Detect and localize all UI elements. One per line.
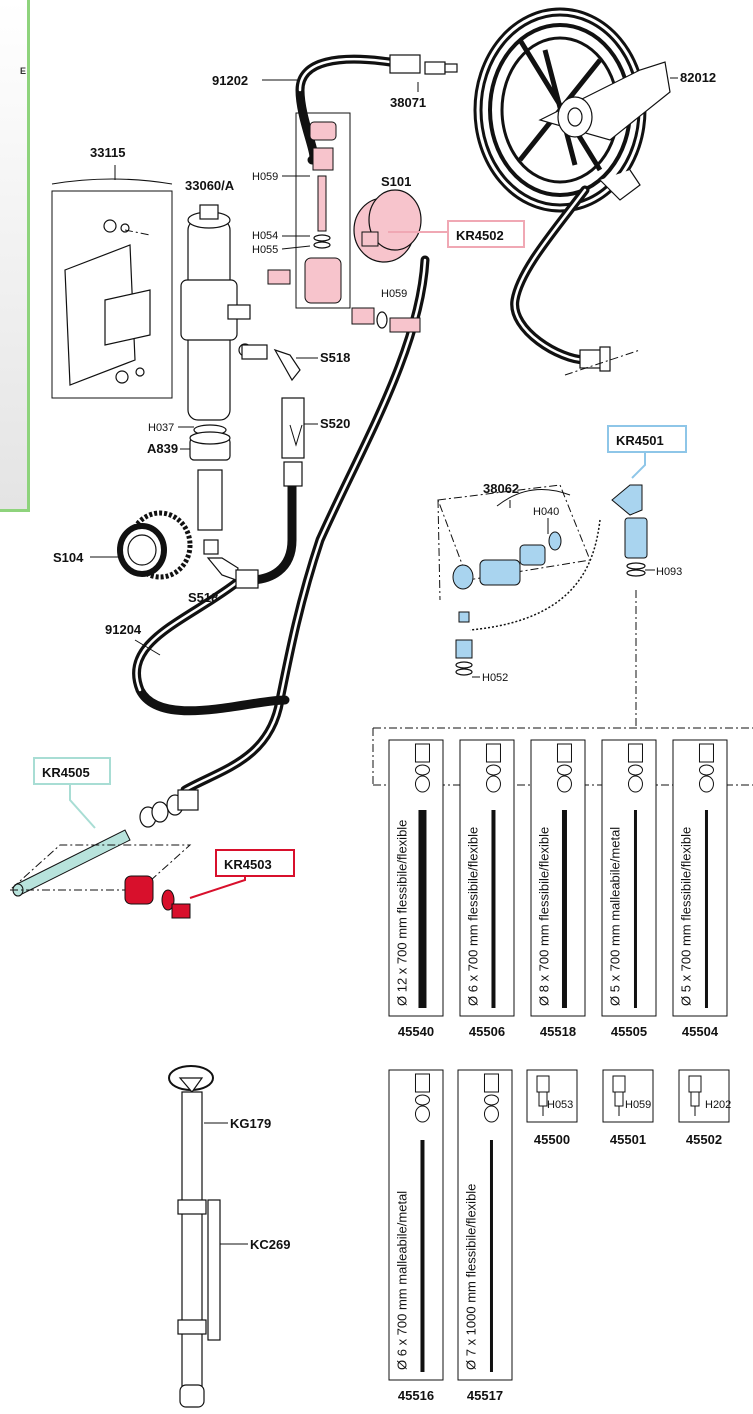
callout-kr4505: KR4505 — [33, 757, 111, 785]
label-kc269: KC269 — [250, 1237, 290, 1252]
lance-kg179 — [168, 1065, 221, 1408]
svg-text:KR4505: KR4505 — [42, 765, 90, 780]
probe-spec: Ø 7 x 1000 mm flessibile/flexible — [463, 1184, 478, 1370]
gauge-s104 — [117, 510, 193, 580]
pump-33060a — [180, 204, 252, 421]
fitting-38071 — [389, 54, 458, 75]
probe-spec: Ø 5 x 700 mm malleabile/metal — [607, 827, 622, 1006]
label-s518-lower: S518 — [188, 590, 218, 605]
callout-kr4501: KR4501 — [607, 425, 687, 453]
probe-item: Ø 6 x 700 mm flessibile/flexible 45506 — [459, 739, 515, 1039]
fitting-left-pink — [267, 269, 291, 285]
label-h040: H040 — [533, 506, 559, 518]
label-h053: H053 — [547, 1099, 573, 1111]
probe-code: 45517 — [467, 1388, 503, 1403]
probe-item: Ø 7 x 1000 mm flessibile/flexible 45517 — [457, 1069, 513, 1403]
label-h037: H037 — [148, 422, 174, 434]
label-h059-right: H059 — [381, 288, 407, 300]
svg-text:KR4502: KR4502 — [456, 228, 504, 243]
label-h059-coupler: H059 — [625, 1099, 651, 1111]
probe-spec: Ø 8 x 700 mm flessibile/flexible — [536, 827, 551, 1006]
svg-text:KR4503: KR4503 — [224, 857, 272, 872]
plug-h052 — [455, 611, 473, 676]
probe-item: Ø 5 x 700 mm flessibile/flexible 45504 — [672, 739, 728, 1039]
elbow-s518-lower — [203, 539, 259, 589]
coupler-code: 45502 — [686, 1132, 722, 1147]
fitting-kr4501 — [611, 484, 648, 577]
label-s520: S520 — [320, 416, 350, 431]
label-38071: 38071 — [390, 95, 426, 110]
coupler-row: 45500 45501 45502 — [526, 1069, 730, 1147]
callout-kr4503: KR4503 — [215, 849, 295, 877]
label-h055: H055 — [252, 244, 278, 256]
label-91202: 91202 — [212, 73, 248, 88]
side-tab-letter: E — [20, 66, 27, 76]
label-33115: 33115 — [90, 145, 125, 160]
probe-code: 45505 — [611, 1024, 647, 1039]
washers-kr4505 — [139, 789, 199, 828]
label-h059-top: H059 — [252, 171, 278, 183]
coupler-group-38062 — [437, 484, 591, 590]
probe-item: Ø 8 x 700 mm flessibile/flexible 45518 — [530, 739, 586, 1039]
nut-a839 — [189, 431, 231, 461]
coupler-item: 45502 — [678, 1069, 730, 1147]
callout-kr4502: KR4502 — [447, 220, 525, 248]
label-h093: H093 — [656, 566, 682, 578]
probe-item: Ø 12 x 700 mm flessibile/flexible 45540 — [388, 739, 444, 1039]
label-kg179: KG179 — [230, 1116, 271, 1131]
valve-box — [295, 112, 351, 309]
probe-code: 45516 — [398, 1388, 434, 1403]
probe-row-2: Ø 6 x 700 mm malleabile/metal 45516 Ø 7 x … — [388, 1069, 513, 1403]
hose-reel-82012 — [473, 7, 671, 213]
probe-spec: Ø 5 x 700 mm flessibile/flexible — [678, 827, 693, 1006]
probe-code: 45518 — [540, 1024, 576, 1039]
label-s104: S104 — [53, 550, 84, 565]
label-h054: H054 — [252, 230, 278, 242]
bracket-box-33115 — [51, 190, 173, 399]
plug-kr4503 — [124, 875, 191, 919]
coupler-code: 45501 — [610, 1132, 646, 1147]
probe-code: 45540 — [398, 1024, 434, 1039]
suction-tube — [197, 469, 223, 531]
elbow-s518-upper — [241, 344, 301, 382]
label-h202: H202 — [705, 1099, 731, 1111]
reel-outlet-fitting — [579, 346, 611, 372]
label-38062: 38062 — [483, 481, 519, 496]
label-a839: A839 — [147, 441, 178, 456]
label-82012: 82012 — [680, 70, 716, 85]
label-91204: 91204 — [105, 622, 142, 637]
probe-spec: Ø 12 x 700 mm flessibile/flexible — [394, 820, 409, 1006]
probe-item: Ø 6 x 700 mm malleabile/metal 45516 — [388, 1069, 444, 1403]
coupler-item: 45500 — [526, 1069, 578, 1147]
fitting-h059-right — [351, 307, 421, 333]
label-33060a: 33060/A — [185, 178, 235, 193]
svg-text:KR4501: KR4501 — [616, 433, 664, 448]
probe-code: 45504 — [682, 1024, 719, 1039]
label-h052: H052 — [482, 672, 508, 684]
probe-spec: Ø 6 x 700 mm flessibile/flexible — [465, 827, 480, 1006]
probe-item: Ø 5 x 700 mm malleabile/metal 45505 — [601, 739, 657, 1039]
cap-s101 — [353, 189, 422, 263]
coupler-code: 45500 — [534, 1132, 570, 1147]
side-tab-panel: E — [0, 0, 30, 512]
filter-s520 — [281, 397, 305, 487]
label-s101: S101 — [381, 174, 411, 189]
tube-kr4505 — [8, 829, 192, 897]
coupler-item: 45501 — [602, 1069, 654, 1147]
probe-spec: Ø 6 x 700 mm malleabile/metal — [394, 1191, 409, 1370]
probe-code: 45506 — [469, 1024, 505, 1039]
label-s518-upper: S518 — [320, 350, 350, 365]
probe-row-1: Ø 12 x 700 mm flessibile/flexible45540Ø … — [388, 739, 728, 1039]
